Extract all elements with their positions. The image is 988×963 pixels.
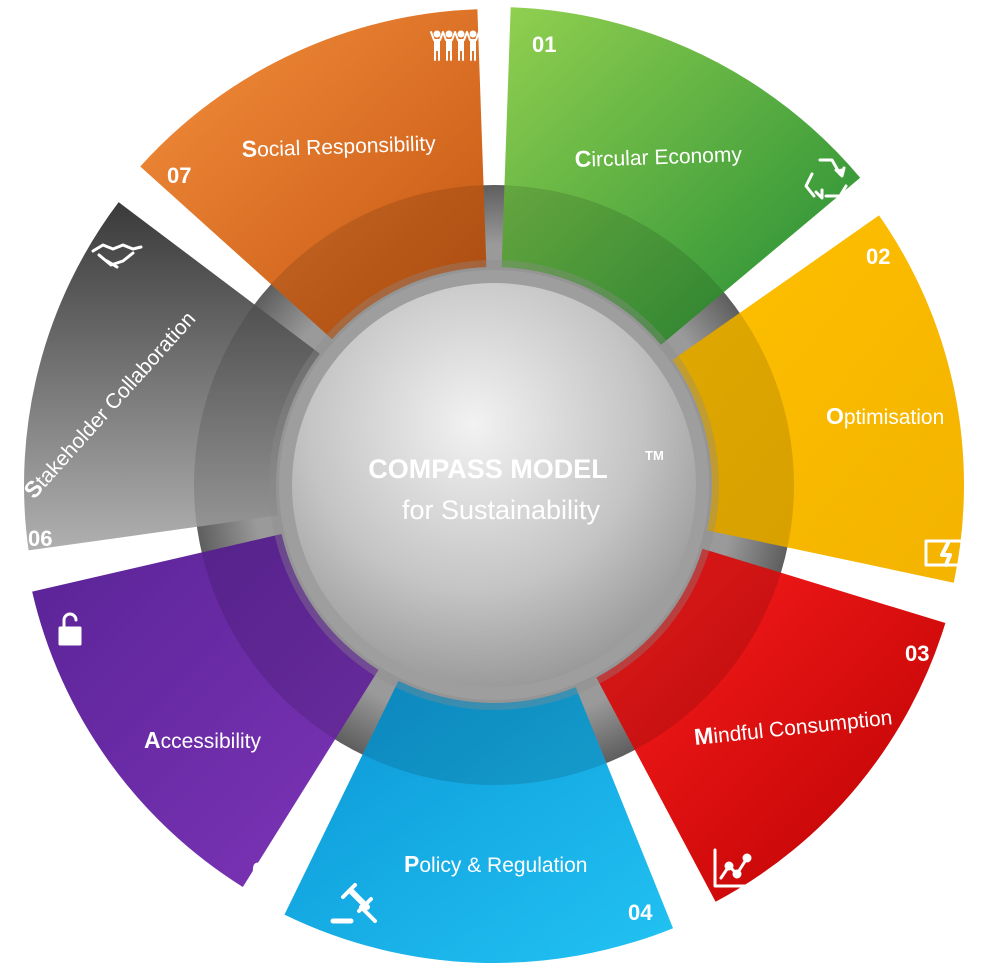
segment-inner-band — [501, 185, 724, 345]
segment-label-05: Accessibility — [144, 727, 261, 753]
segment-04 — [284, 680, 674, 963]
handshake-icon — [91, 243, 143, 269]
segment-inner-band — [201, 534, 379, 740]
segment-number-07: 07 — [167, 163, 191, 188]
segment-06 — [23, 202, 320, 551]
recycle-icon — [804, 158, 848, 200]
gavel-icon — [330, 883, 377, 924]
line-chart-icon — [713, 848, 753, 888]
segment-05 — [32, 534, 379, 887]
segment-number-06: 06 — [28, 526, 52, 551]
segment-inner-band — [271, 185, 487, 340]
segment-inner-band — [672, 312, 794, 548]
segment-inner-band — [194, 304, 320, 527]
segment-02 — [672, 215, 964, 583]
segment-number-05: 05 — [252, 858, 276, 883]
segment-inner-band — [596, 548, 781, 750]
segment-number-03: 03 — [905, 641, 929, 666]
battery-charging-icon — [924, 539, 973, 567]
segment-label-01: Circular Economy — [574, 140, 742, 172]
segment-number-01: 01 — [532, 32, 556, 57]
segment-07 — [140, 9, 487, 340]
unlocked-padlock-icon — [58, 612, 82, 646]
segment-label-02: Optimisation — [826, 403, 944, 429]
center-trademark: TM — [645, 448, 664, 463]
segment-01 — [501, 7, 861, 345]
segment-03 — [596, 548, 946, 902]
segment-inner-band — [362, 680, 607, 785]
segment-number-04: 04 — [628, 900, 653, 925]
segments-group — [23, 7, 964, 963]
segment-label-04: Policy & Regulation — [404, 851, 587, 877]
center-subtitle: for Sustainability — [402, 495, 601, 525]
segment-number-02: 02 — [866, 244, 890, 269]
people-group-icon — [430, 30, 480, 61]
center-title: COMPASS MODEL — [368, 454, 608, 484]
center-hub — [292, 283, 696, 687]
